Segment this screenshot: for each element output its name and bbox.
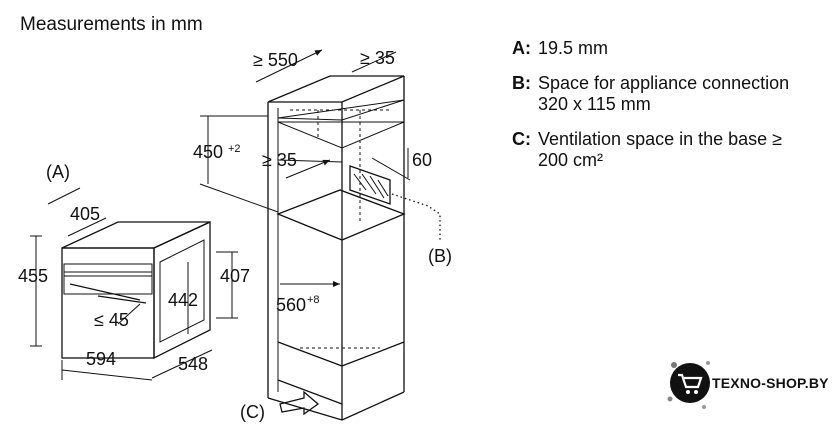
body-height-label: 407: [220, 266, 250, 286]
niche-height-tolerance: +2: [228, 143, 241, 155]
brand-logo: [667, 361, 710, 409]
label-a: (A): [46, 162, 70, 182]
appliance-drawing: [61, 220, 211, 360]
legend-row-c: C: Ventilation space in the base ≥ 200 c…: [512, 129, 832, 171]
legend-row-b: B: Space for appliance connection 320 x …: [512, 73, 832, 115]
niche-width-label: ≥ 550: [253, 50, 298, 70]
cabinet-dimensions: [199, 49, 411, 416]
niche-height-label: 450: [193, 142, 223, 162]
handle-clearance-label: ≤ 45: [94, 310, 129, 330]
inner-depth-label: ≥ 35: [262, 150, 297, 170]
legend-text: 19.5 mm: [538, 38, 609, 58]
brand-name: TEXNO-SHOP.BY: [712, 375, 829, 391]
legend: A: 19.5 mm B: Space for appliance connec…: [512, 38, 832, 185]
appliance-height-label: 455: [18, 266, 48, 286]
label-c: (C): [240, 402, 265, 422]
legend-key: B:: [512, 73, 531, 93]
appliance-depth-label: 548: [178, 354, 208, 374]
panel-thickness-label: 405: [70, 204, 100, 224]
page-title: Measurements in mm: [20, 14, 203, 35]
dimension-labels: ≥ 550 ≥ 35 450 +2 ≥ 35 60 (A) (B) (C) 40…: [18, 48, 452, 422]
appliance-dimensions: [30, 187, 238, 381]
legend-key: A:: [512, 38, 531, 58]
appliance-width-label: 594: [86, 349, 116, 369]
cart-icon: [670, 363, 710, 403]
legend-key: C:: [512, 129, 531, 149]
inner-height-label: 442: [168, 290, 198, 310]
legend-text: Space for appliance connection 320 x 115…: [538, 73, 790, 114]
vent-gap-label: 60: [412, 150, 432, 170]
label-b: (B): [428, 246, 452, 266]
legend-text: Ventilation space in the base ≥ 200 cm²: [538, 129, 783, 170]
cabinet-width-tolerance: +8: [307, 294, 320, 306]
niche-rear-gap-label: ≥ 35: [360, 48, 395, 68]
legend-row-a: A: 19.5 mm: [512, 38, 832, 59]
cabinet-width-label: 560: [276, 295, 306, 315]
cabinet-drawing: [267, 75, 441, 421]
